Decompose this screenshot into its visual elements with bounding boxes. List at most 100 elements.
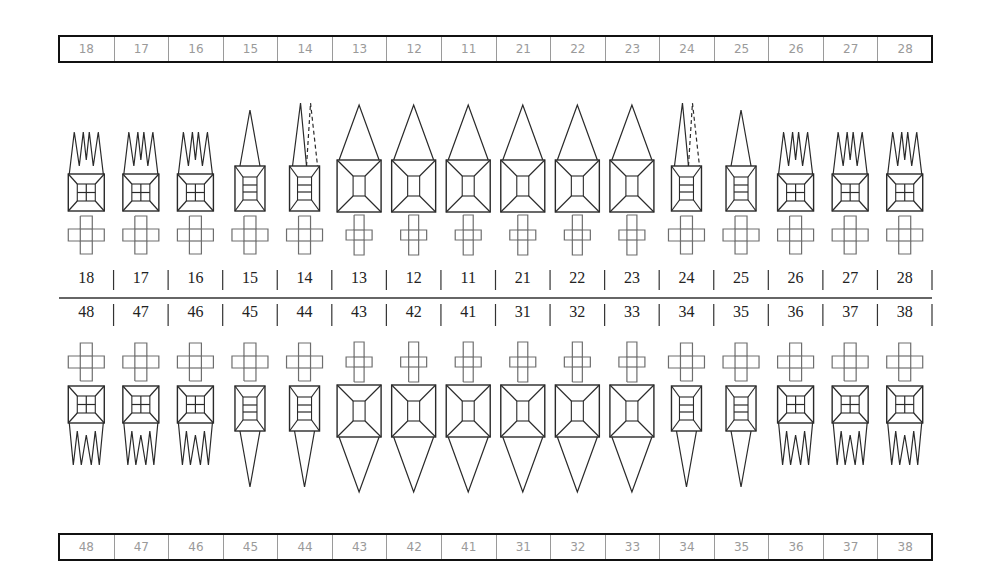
premolar-crown <box>726 166 756 211</box>
crown-edge <box>501 196 517 212</box>
tooth-number-cell: 18 <box>59 37 114 61</box>
surface-cross <box>123 216 159 254</box>
crown-edge <box>204 413 213 423</box>
crown-edge <box>235 420 243 431</box>
surface-center <box>299 229 311 241</box>
crown-edge <box>555 385 571 401</box>
row-separator <box>113 304 114 326</box>
premolar-root <box>676 431 696 487</box>
crown-edge <box>474 196 490 212</box>
molar-crown <box>887 174 923 211</box>
crown-edge <box>235 166 243 177</box>
tooth-number-label: 13 <box>332 268 386 288</box>
fissure <box>186 404 204 405</box>
row-separator <box>604 270 605 290</box>
crown-edge <box>529 385 545 401</box>
tooth-number-cell: 46 <box>168 535 223 559</box>
crown-edge <box>365 421 381 437</box>
molar-roots <box>779 132 813 174</box>
row-separator <box>768 270 769 290</box>
crown-edge <box>638 160 654 176</box>
crown-edge <box>832 201 841 211</box>
row-separator <box>549 304 550 326</box>
crown-edge <box>693 166 701 177</box>
crown-edge <box>529 196 545 212</box>
surface-center <box>80 229 92 241</box>
tooth-number: 14 <box>297 42 312 56</box>
surface-center <box>790 356 802 368</box>
tooth-number-cell: 33 <box>605 535 660 559</box>
surface-center <box>244 356 256 368</box>
surface-center <box>790 229 802 241</box>
tooth-number-cell: 41 <box>441 535 496 559</box>
crown-edge <box>68 201 77 211</box>
crown-edge <box>610 385 626 401</box>
surface-center <box>844 356 856 368</box>
crown-edge <box>832 174 841 184</box>
row-separator <box>113 270 114 290</box>
tooth-number-label: 47 <box>114 302 168 322</box>
tooth-number-label: 38 <box>878 302 932 322</box>
anterior-root <box>394 437 434 492</box>
surface-cross <box>564 215 590 255</box>
tooth-number-label: 43 <box>332 302 386 322</box>
surface-cross <box>778 216 814 254</box>
tooth-number-label: 18 <box>59 268 113 288</box>
crown-edge <box>204 174 213 184</box>
tooth-number-cell: 11 <box>441 37 496 61</box>
premolar-crown <box>290 166 320 211</box>
crown-edge <box>501 421 517 437</box>
tooth-number: 37 <box>843 540 858 554</box>
surface-center <box>899 356 911 368</box>
fissure <box>132 404 150 405</box>
row-separator <box>168 304 169 326</box>
premolar-occlusal <box>298 177 312 200</box>
crown-edge <box>914 201 923 211</box>
tooth-number: 25 <box>734 42 749 56</box>
row-separator <box>168 270 169 290</box>
crown-edge <box>290 166 298 177</box>
tooth-number: 48 <box>79 540 94 554</box>
surface-cross <box>723 216 759 254</box>
crown-edge <box>446 385 462 401</box>
tooth-number-label: 24 <box>659 268 713 288</box>
row-separator <box>931 270 932 290</box>
tooth-number-cell: 21 <box>496 37 551 61</box>
tooth-number-cell: 25 <box>714 37 769 61</box>
tooth-number-label: 15 <box>223 268 277 288</box>
crown-edge <box>610 196 626 212</box>
premolar-root <box>293 103 307 166</box>
row-separator <box>659 304 660 326</box>
row-separator <box>277 270 278 290</box>
crown-edge <box>859 413 868 423</box>
tooth-number-cell: 24 <box>659 37 714 61</box>
row-separator <box>713 270 714 290</box>
tooth-number-label: 22 <box>550 268 604 288</box>
crown-edge <box>638 385 654 401</box>
surface-center <box>135 356 147 368</box>
surface-center <box>189 356 201 368</box>
row-separator <box>877 270 878 290</box>
surface-center <box>680 229 692 241</box>
crown-edge <box>555 196 571 212</box>
crown-edge <box>887 201 896 211</box>
premolar-occlusal <box>243 397 257 420</box>
crown-edge <box>123 386 132 396</box>
tooth-number: 33 <box>625 540 640 554</box>
surface-center <box>244 229 256 241</box>
tooth-number-cell: 28 <box>877 37 932 61</box>
tooth-number-label: 23 <box>605 268 659 288</box>
crown-edge <box>446 196 462 212</box>
tooth-number-cell: 16 <box>168 37 223 61</box>
surface-cross <box>287 343 323 381</box>
tooth-number-cell: 13 <box>332 37 387 61</box>
surface-cross <box>832 343 868 381</box>
molar-crown <box>832 174 868 211</box>
surface-center <box>135 229 147 241</box>
tooth-number-cell: 26 <box>768 37 823 61</box>
tooth-number: 18 <box>79 42 94 56</box>
crown-edge <box>671 166 679 177</box>
surface-center <box>354 230 364 240</box>
anterior-root <box>339 437 379 492</box>
crown-edge <box>914 386 923 396</box>
